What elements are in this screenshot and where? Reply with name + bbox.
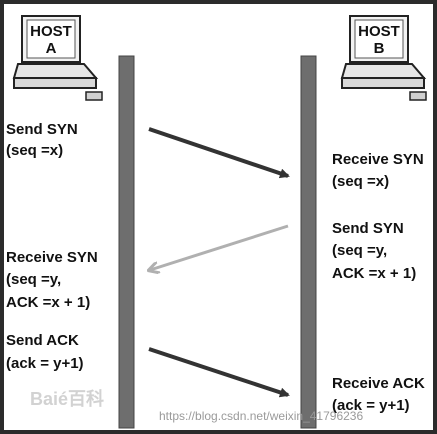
host-a-timeline (118, 55, 135, 429)
svg-text:Receive SYN: Receive SYN (6, 249, 98, 266)
svg-text:ACK =x + 1): ACK =x + 1) (332, 265, 416, 282)
svg-text:ACK =x + 1): ACK =x + 1) (6, 294, 90, 311)
tcp-handshake-diagram: HOST A HOST B Send SYN (seq =x) Receive … (4, 4, 433, 430)
host-b-receive-ack-label: Receive ACK (ack = y+1) (332, 375, 425, 414)
svg-text:(seq =x): (seq =x) (6, 142, 63, 159)
host-a-letter: A (46, 40, 57, 57)
host-a-send-syn-label: Send SYN (seq =x) (6, 121, 78, 159)
svg-text:(ack = y+1): (ack = y+1) (332, 397, 410, 414)
host-b-title: HOST (358, 23, 400, 40)
host-b-letter: B (374, 40, 385, 57)
svg-text:(seq =y,: (seq =y, (332, 242, 387, 259)
baike-watermark: Baié百科 (30, 388, 104, 409)
host-b-receive-syn-label: Receive SYN (seq =x) (332, 151, 424, 190)
svg-text:(ack = y+1): (ack = y+1) (6, 355, 84, 372)
syn-arrow (148, 127, 290, 179)
svg-text:(seq =x): (seq =x) (332, 173, 389, 190)
syn-ack-arrow (150, 224, 289, 270)
ack-arrow (148, 347, 290, 398)
host-b-computer-icon: HOST B (340, 15, 427, 101)
host-a-receive-syn-label: Receive SYN (seq =y, ACK =x + 1) (6, 249, 98, 311)
svg-text:Send SYN: Send SYN (332, 220, 404, 237)
host-a-computer-icon: HOST A (12, 15, 103, 101)
svg-text:(seq =y,: (seq =y, (6, 271, 61, 288)
csdn-watermark: https://blog.csdn.net/weixin_41796236 (159, 409, 363, 423)
svg-text:Send ACK: Send ACK (6, 332, 79, 349)
host-b-send-syn-label: Send SYN (seq =y, ACK =x + 1) (332, 220, 416, 282)
svg-text:Receive ACK: Receive ACK (332, 375, 425, 392)
host-a-title: HOST (30, 23, 72, 40)
svg-text:Send SYN: Send SYN (6, 121, 78, 138)
svg-text:Receive SYN: Receive SYN (332, 151, 424, 168)
host-a-send-ack-label: Send ACK (ack = y+1) (6, 332, 84, 372)
host-b-timeline (300, 55, 317, 429)
